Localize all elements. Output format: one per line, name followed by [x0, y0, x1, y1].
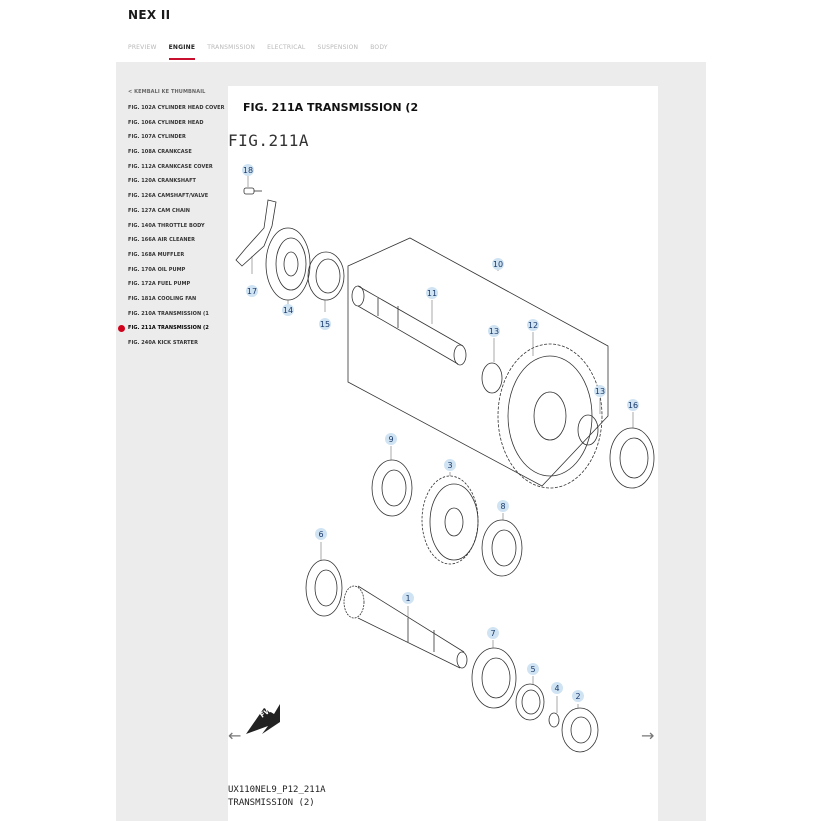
svg-text:1: 1: [405, 594, 410, 603]
svg-text:14: 14: [283, 306, 293, 315]
shaft-11: [351, 285, 467, 366]
sidebar-item-102a[interactable]: FIG. 102A CYLINDER HEAD COVER: [128, 105, 225, 111]
sidebar-item-210a[interactable]: FIG. 210A TRANSMISSION (1: [128, 310, 209, 317]
sidebar: < KEMBALI KE THUMBNAIL FIG. 102A CYLINDE…: [118, 89, 228, 354]
callout-17: 17: [246, 285, 258, 297]
gear-12: [497, 343, 603, 489]
washer-4: [548, 712, 560, 728]
svg-text:12: 12: [528, 321, 538, 330]
callout-18: 18: [242, 164, 254, 176]
bearing-8: [481, 519, 523, 577]
callout-16: 16: [627, 399, 639, 411]
bearing-16: [609, 427, 655, 489]
part-callouts: 1 2 3 4 5 6 7 8 9 10 11 12 13 13 14 15 1…: [242, 164, 639, 702]
callout-12: 12: [527, 319, 539, 331]
tab-suspension[interactable]: SUSPENSION: [317, 44, 359, 51]
sidebar-item-106a[interactable]: FIG. 106A CYLINDER HEAD: [128, 119, 204, 126]
arrow-right-icon[interactable]: →: [641, 726, 655, 745]
callout-9: 9: [385, 433, 397, 445]
svg-text:5: 5: [530, 665, 535, 674]
bearing-6: [305, 559, 343, 617]
sidebar-item-127a[interactable]: FIG. 127A CAM CHAIN: [128, 207, 191, 214]
svg-text:6: 6: [318, 530, 323, 539]
tab-preview[interactable]: PREVIEW: [128, 44, 157, 51]
svg-text:7: 7: [490, 629, 495, 638]
gear-3: [421, 475, 479, 565]
svg-text:18: 18: [243, 166, 253, 175]
svg-text:13: 13: [489, 327, 499, 336]
sidebar-item-108a[interactable]: FIG. 108A CRANKCASE: [128, 149, 192, 156]
svg-text:4: 4: [554, 684, 559, 693]
svg-text:16: 16: [628, 401, 638, 410]
category-tabs: PREVIEW ENGINE TRANSMISSION ELECTRICAL S…: [128, 44, 388, 60]
tab-transmission[interactable]: TRANSMISSION: [207, 44, 256, 51]
sidebar-item-170a[interactable]: FIG. 170A OIL PUMP: [128, 266, 186, 273]
svg-text:8: 8: [500, 502, 505, 511]
sidebar-item-120a[interactable]: FIG. 120A CRANKSHAFT: [128, 178, 196, 185]
sidebar-item-166a[interactable]: FIG. 166A AIR CLEANER: [128, 237, 196, 244]
callout-14: 14: [282, 304, 294, 316]
callout-11: 11: [426, 287, 438, 299]
sidebar-item-label: FIG. 211A TRANSMISSION (2: [128, 325, 209, 332]
svg-text:11: 11: [427, 289, 437, 298]
callout-8: 8: [497, 500, 509, 512]
callout-13b: 13: [594, 385, 606, 397]
svg-text:13: 13: [595, 387, 605, 396]
sidebar-item-107a[interactable]: FIG. 107A CYLINDER: [128, 134, 186, 141]
circlip-13b: [577, 414, 599, 446]
tab-body[interactable]: BODY: [370, 44, 388, 51]
app-title: NEX II: [128, 8, 171, 22]
callout-5: 5: [527, 663, 539, 675]
svg-text:9: 9: [388, 435, 393, 444]
callout-10: 10: [492, 258, 504, 270]
callout-2: 2: [572, 690, 584, 702]
sidebar-item-112a[interactable]: FIG. 112A CRANKCASE COVER: [128, 163, 213, 170]
svg-text:10: 10: [493, 260, 503, 269]
parts-diagram[interactable]: FWD 1 2 3 4 5 6 7 8 9 10 11 12 13 13 14 …: [228, 156, 658, 776]
sidebar-item-181a[interactable]: FIG. 181A COOLING FAN: [128, 295, 197, 302]
svg-text:15: 15: [320, 320, 330, 329]
figure-panel: FIG. 211A TRANSMISSION (2 FIG.211A: [228, 86, 658, 821]
sidebar-item-211a[interactable]: FIG. 211A TRANSMISSION (2: [118, 324, 228, 333]
back-to-thumbnail-link[interactable]: < KEMBALI KE THUMBNAIL: [128, 89, 206, 95]
assembly-outline: [347, 237, 609, 487]
svg-text:2: 2: [575, 692, 580, 701]
svg-text:3: 3: [447, 461, 452, 470]
callout-15: 15: [319, 318, 331, 330]
arrow-left-icon[interactable]: ←: [228, 726, 242, 745]
callout-7: 7: [487, 627, 499, 639]
svg-text:17: 17: [247, 287, 257, 296]
callout-4: 4: [551, 682, 563, 694]
active-indicator-dot: [118, 325, 125, 333]
callout-6: 6: [315, 528, 327, 540]
fwd-arrow-icon: FWD: [246, 702, 280, 734]
callout-1: 1: [402, 592, 414, 604]
sidebar-item-240a[interactable]: FIG. 240A KICK STARTER: [128, 340, 198, 346]
bolt-18: [243, 187, 262, 195]
bearing-2: [561, 707, 599, 753]
sidebar-item-140a[interactable]: FIG. 140A THROTTLE BODY: [128, 222, 205, 229]
bearing-7: [471, 647, 517, 709]
bracket-17: [235, 199, 277, 267]
tab-engine[interactable]: ENGINE: [168, 44, 196, 60]
sidebar-item-126a[interactable]: FIG. 126A CAMSHAFT/VALVE: [128, 193, 209, 200]
figure-code: UX110NEL9_P12_211A: [228, 785, 326, 795]
callout-13a: 13: [488, 325, 500, 337]
seal-15: [307, 251, 345, 301]
circlip-13a: [481, 362, 503, 394]
tab-electrical[interactable]: ELECTRICAL: [267, 44, 306, 51]
sidebar-item-172a[interactable]: FIG. 172A FUEL PUMP: [128, 281, 191, 288]
figure-name: TRANSMISSION (2): [228, 798, 315, 808]
sidebar-item-168a[interactable]: FIG. 168A MUFFLER: [128, 251, 185, 258]
bearing-9: [371, 459, 413, 517]
seal-5: [515, 683, 545, 721]
callout-3: 3: [444, 459, 456, 471]
bearing-14: [265, 227, 311, 301]
figure-label: FIG.211A: [228, 131, 310, 150]
figure-title: FIG. 211A TRANSMISSION (2: [243, 101, 419, 114]
shaft-1: [343, 585, 468, 669]
